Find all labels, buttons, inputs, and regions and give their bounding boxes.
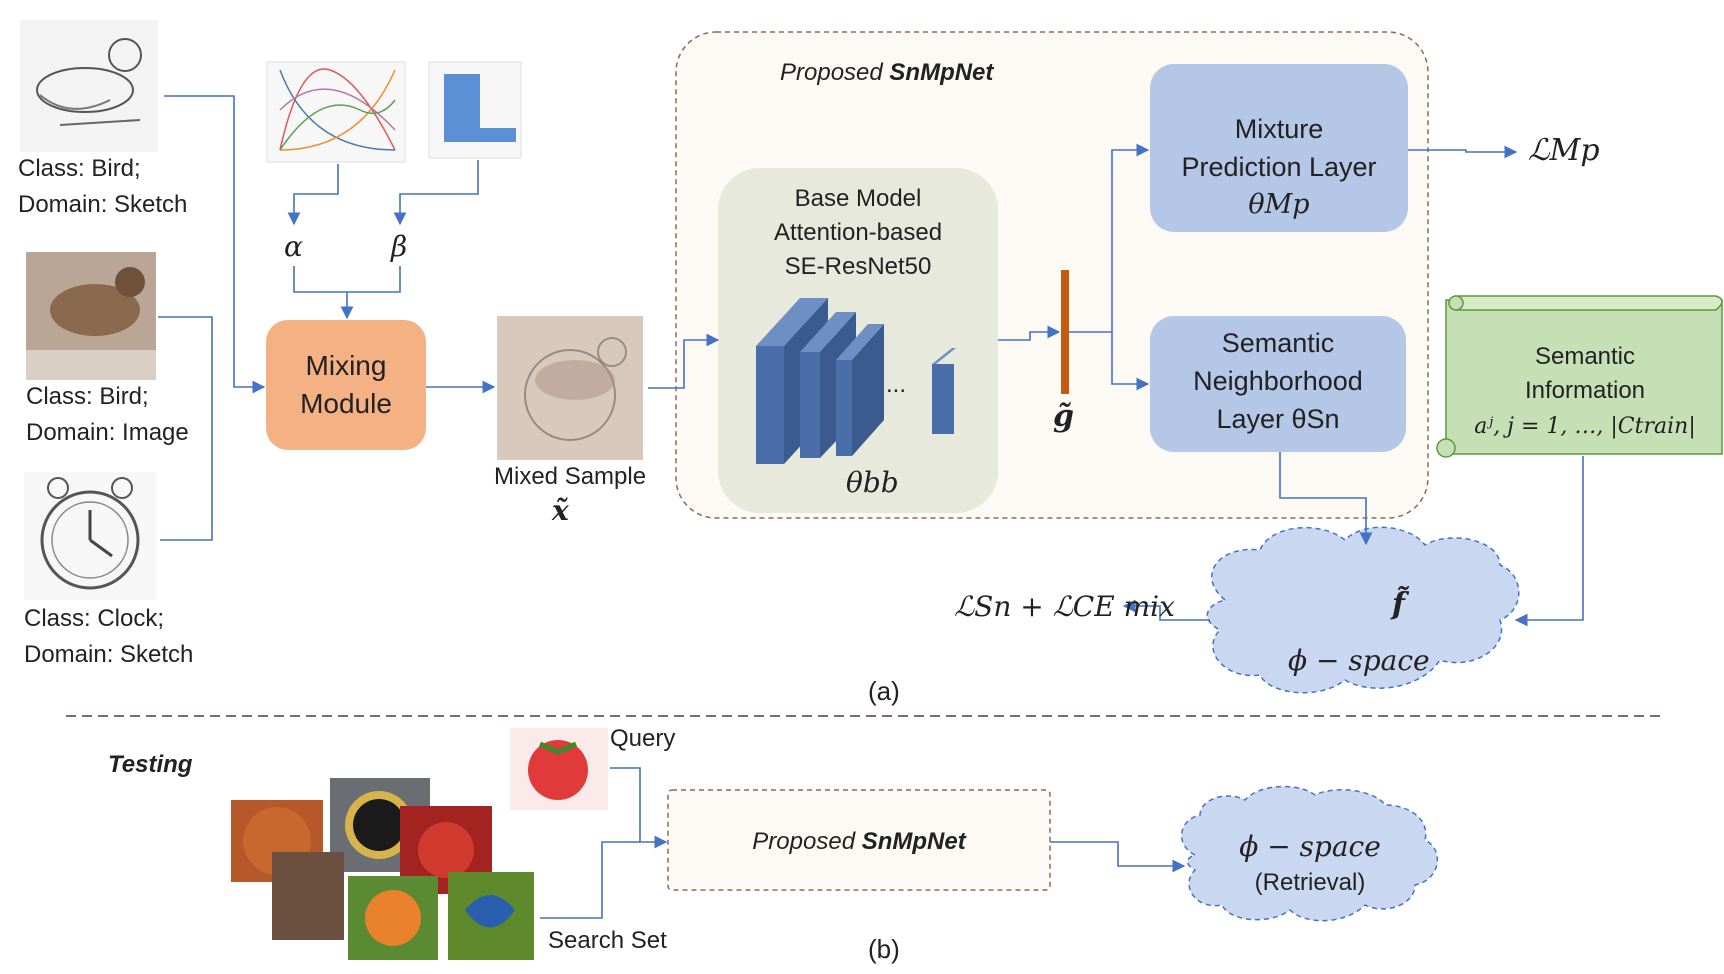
testing-title: Testing	[108, 751, 193, 778]
theta-bb: θbb	[846, 466, 899, 499]
beta-param: β	[391, 230, 408, 263]
semantic-layer-box	[1150, 316, 1406, 452]
g-symbol: g̃	[1053, 399, 1074, 434]
search-set-label: Search Set	[548, 927, 667, 954]
mixed-sample-symbol: x̃	[552, 494, 569, 527]
photo-bird-image	[26, 252, 156, 380]
conv-blocks	[756, 298, 956, 464]
base-model-line1: Base Model	[794, 185, 922, 212]
testing-proposed-name: SnMpNet	[861, 828, 966, 855]
phi-space-cloud	[1206, 526, 1520, 694]
semantic-info-line3: aʲ, j = 1, …, |Ctrain|	[1474, 414, 1696, 439]
semantic-info-line1: Semantic	[1534, 343, 1636, 370]
g-feature-bar	[1061, 270, 1069, 394]
loss-sn-ce: ℒSn + ℒCE mix	[954, 590, 1175, 623]
sketch-clock-image	[24, 472, 156, 600]
base-model-dots: ...	[886, 371, 907, 398]
proposed-prefix: Proposed	[780, 59, 890, 86]
sketch-bird-image	[20, 20, 158, 152]
search-set-images	[231, 778, 534, 960]
mixture-layer-line1: Mixture	[1234, 114, 1324, 144]
caption-b: (b)	[868, 934, 900, 964]
mixing-module-box	[266, 320, 426, 450]
base-model-line3: SE-ResNet50	[784, 253, 932, 280]
semantic-layer-line2: Neighborhood	[1193, 366, 1363, 396]
query-image	[510, 728, 608, 810]
query-label: Query	[610, 725, 676, 752]
input-3-domain: Domain: Sketch	[24, 641, 194, 668]
beta-curves-plot	[266, 61, 406, 163]
mixed-sample-image	[497, 316, 643, 460]
semantic-layer-line1: Semantic	[1221, 328, 1335, 358]
input-2-class: Class: Bird;	[26, 383, 149, 410]
input-3-class: Class: Clock;	[24, 605, 165, 632]
input-2-domain: Domain: Image	[26, 419, 189, 446]
caption-a: (a)	[868, 676, 900, 706]
base-model-line2: Attention-based	[773, 219, 943, 246]
input-1-class: Class: Bird;	[18, 155, 141, 182]
semantic-info-scroll	[1436, 295, 1723, 458]
testing-proposed-prefix: Proposed	[752, 828, 862, 855]
input-1-domain: Domain: Sketch	[18, 191, 188, 218]
mixing-module-line2: Module	[300, 388, 392, 419]
proposed-name: SnMpNet	[889, 59, 994, 86]
retrieval-cloud	[1180, 785, 1439, 922]
mixture-layer-line2: Prediction Layer	[1181, 152, 1377, 182]
loss-mp: ℒMp	[1528, 133, 1600, 168]
alpha-param: α	[284, 230, 303, 263]
semantic-info-line2: Information	[1524, 377, 1646, 404]
phi-space-label: ϕ − space	[1288, 644, 1430, 677]
histogram-plot	[428, 61, 522, 159]
mixture-layer-box	[1150, 64, 1408, 232]
semantic-layer-line3: Layer θSn	[1216, 404, 1340, 434]
testing-phi-space: ϕ − space	[1239, 830, 1381, 863]
mixed-sample-label: Mixed Sample	[494, 463, 647, 490]
mixing-module-line1: Mixing	[305, 350, 387, 381]
testing-retrieval: (Retrieval)	[1254, 869, 1366, 896]
testing-proposed-box	[667, 789, 1051, 891]
mixture-layer-theta: θMp	[1248, 189, 1310, 220]
f-symbol: f̃	[1392, 587, 1405, 622]
